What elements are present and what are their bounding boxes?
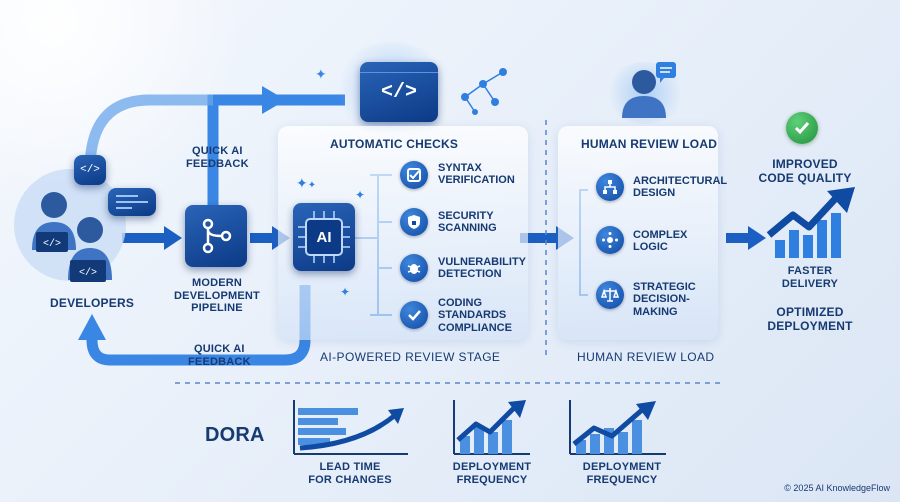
human-architectural-label: ARCHITECTURAL DESIGN [633, 175, 728, 200]
developers-icon: </> </> [14, 169, 126, 282]
network-nodes-icon [461, 68, 507, 115]
code-lines-icon [108, 188, 156, 216]
svg-text:</>: </> [79, 267, 97, 279]
copyright-text: © 2025 AI KnowledgeFlow [784, 483, 890, 493]
dora-deployment-frequency-label-1: DEPLOYMENT FREQUENCY [452, 461, 532, 486]
code-window-icon: </> [360, 62, 438, 122]
scales-icon [596, 281, 624, 309]
improved-quality-label: IMPROVED CODE QUALITY [758, 157, 852, 185]
human-reviewer-icon [622, 62, 676, 118]
check-circle-icon [400, 301, 428, 329]
sparkle-small-icon: ✦ [340, 285, 351, 299]
ai-chip-label: AI [316, 228, 332, 246]
trend-bar-chart-icon-2 [569, 400, 666, 455]
quick-feedback-top-label: QUICK AI FEEDBACK [186, 145, 249, 170]
dora-deployment-frequency-label-2: DEPLOYMENT FREQUENCY [582, 461, 662, 486]
shield-lock-icon [400, 208, 428, 236]
hierarchy-icon [596, 173, 624, 201]
ai-chip-icon: AI [293, 203, 355, 271]
checkbox-icon [400, 161, 428, 189]
success-check-icon [786, 112, 818, 144]
human-complex-label: COMPLEX LOGIC [633, 229, 688, 254]
pipeline-label: MODERN DEVELOPMENT PIPELINE [174, 277, 260, 315]
developers-label: DEVELOPERS [50, 296, 135, 310]
bug-icon [400, 254, 428, 282]
faster-delivery-label: FASTER DELIVERY [781, 265, 839, 290]
sparkles-icon: ✦✦ [296, 175, 317, 191]
developers-illustration: </> </> [12, 150, 142, 290]
sparkle-right-icon: ✦ [355, 188, 366, 202]
svg-text:</>: </> [43, 238, 61, 250]
code-bubble-icon: </> [74, 155, 106, 185]
dora-lead-time-label: LEAD TIME FOR CHANGES [308, 461, 392, 486]
check-vulnerability-label: VULNERABILITY DETECTION [438, 256, 526, 281]
feedback-loop-bottom-arrow [86, 285, 311, 366]
dora-title: DORA [205, 424, 265, 446]
human-review-panel [558, 126, 718, 340]
quick-feedback-bottom-label: QUICK AI FEEDBACK [188, 343, 251, 368]
check-security-label: SECURITY SCANNING [438, 210, 497, 235]
sparkle-icon: ✦ [315, 66, 327, 82]
automatic-checks-title: AUTOMATIC CHECKS [330, 137, 459, 151]
pipeline-icon [185, 205, 247, 267]
check-syntax-label: SYNTAX VERIFICATION [438, 162, 515, 187]
human-load-bottom-label: HUMAN REVIEW LOAD [577, 350, 715, 364]
trend-bar-chart-icon [453, 400, 530, 455]
human-strategic-label: STRATEGIC DECISION- MAKING [633, 281, 696, 318]
growth-chart-icon [766, 187, 855, 258]
human-load-top-label: HUMAN REVIEW LOAD [581, 137, 718, 151]
ai-stage-label: AI-POWERED REVIEW STAGE [320, 350, 501, 364]
check-coding-label: CODING STANDARDS COMPLIANCE [438, 297, 512, 334]
horizontal-bar-chart-icon [293, 400, 408, 455]
optimized-deployment-label: OPTIMIZED DEPLOYMENT [767, 305, 853, 333]
network-icon [596, 226, 624, 254]
